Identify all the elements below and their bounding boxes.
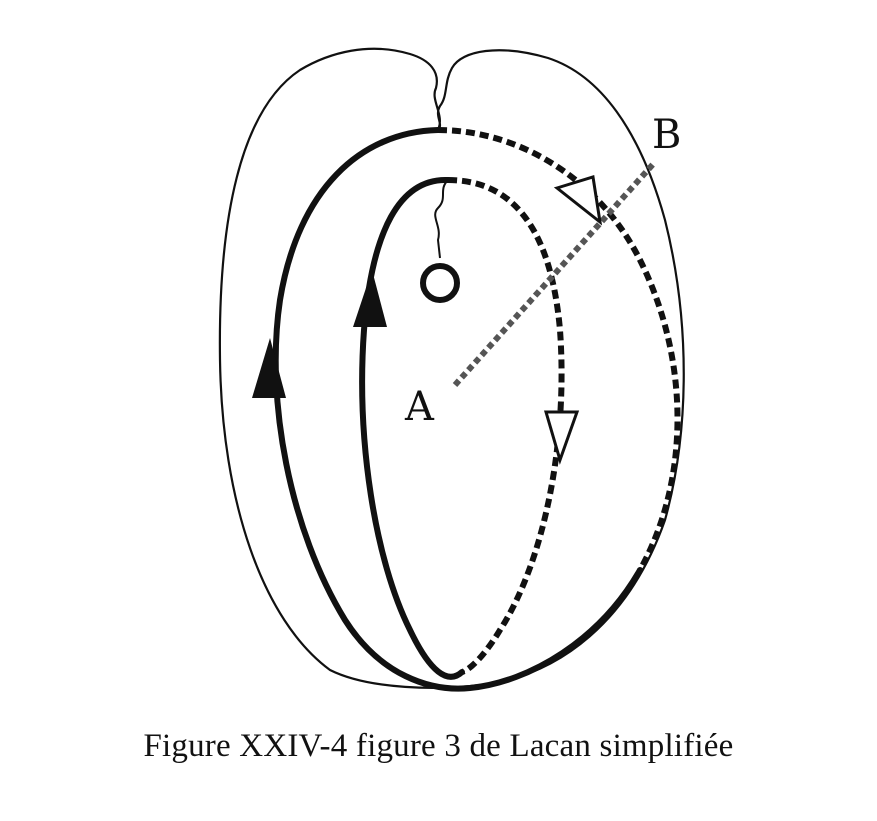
arrow-hollow-top bbox=[553, 175, 603, 226]
arrow-up-small bbox=[353, 270, 387, 327]
arrow-up-large bbox=[252, 338, 286, 398]
circle-stem bbox=[434, 179, 449, 259]
small-loop-solid bbox=[359, 176, 465, 680]
label-b: B bbox=[652, 112, 681, 158]
outer-loop bbox=[218, 47, 685, 689]
large-loop-dashed bbox=[437, 127, 681, 572]
label-a: A bbox=[404, 384, 435, 430]
small-circle bbox=[420, 263, 460, 303]
line-a-b bbox=[452, 159, 658, 388]
figure-caption: Figure XXIV-4 figure 3 de Lacan simplifi… bbox=[143, 728, 734, 764]
large-loop-solid bbox=[272, 127, 643, 692]
arrow-hollow-down bbox=[544, 410, 580, 465]
small-loop-dashed bbox=[447, 177, 565, 675]
